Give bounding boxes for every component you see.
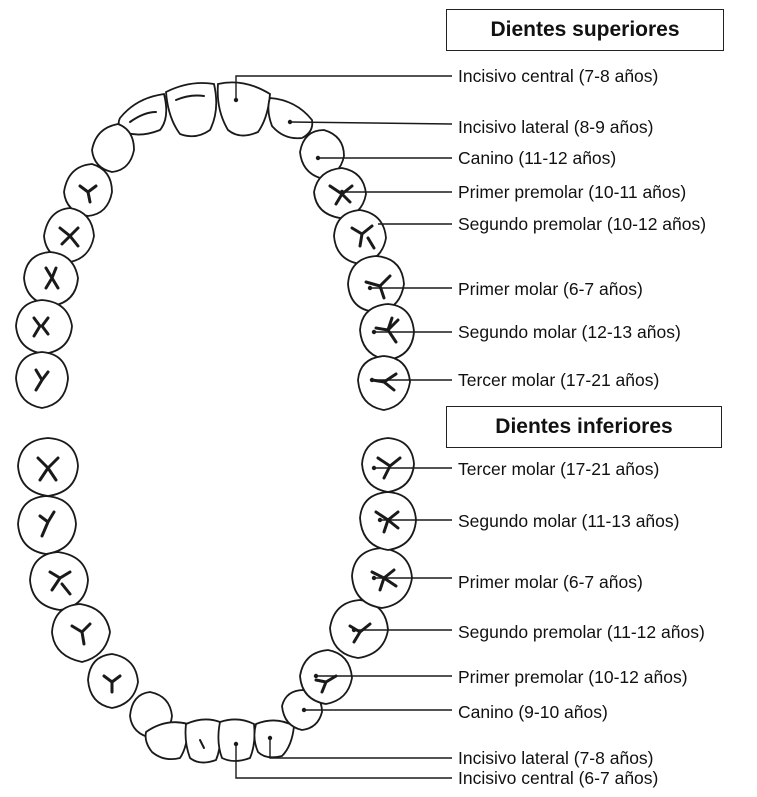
upper-label-second-premolar: Segundo premolar (10-12 años) [458,214,706,234]
upper-label-first-molar: Primer molar (6-7 años) [458,279,643,299]
upper-tooth-canine-right [92,124,134,172]
lower-label-lateral-incisor: Incisivo lateral (7-8 años) [458,748,654,768]
upper-label-second-molar: Segundo molar (12-13 años) [458,322,681,342]
lower-label-central-incisor: Incisivo central (6-7 años) [458,768,658,788]
upper-label-first-premolar: Primer premolar (10-11 años) [458,182,686,202]
upper-tooth-central-incisor-left [218,82,270,135]
lower-label-third-molar: Tercer molar (17-21 años) [458,459,659,479]
lower-arch [18,438,416,763]
lower-teeth-heading: Dientes inferiores [446,406,722,448]
lower-label-second-molar: Segundo molar (11-13 años) [458,511,679,531]
lower-tooth-lateral-incisor-left [254,720,294,757]
lower-tooth-lateral-incisor-right [146,722,188,759]
lower-tooth-second-premolar-left [330,600,388,658]
upper-arch [16,82,414,410]
lower-label-second-premolar: Segundo premolar (11-12 años) [458,622,705,642]
lower-label-canine: Canino (9-10 años) [458,702,608,722]
upper-tooth-lateral-incisor-left [268,98,312,138]
upper-label-canine: Canino (11-12 años) [458,148,616,168]
lower-label-first-premolar: Primer premolar (10-12 años) [458,667,688,687]
upper-label-lateral-incisor: Incisivo lateral (8-9 años) [458,117,654,137]
upper-teeth-heading: Dientes superiores [446,9,724,51]
lower-tooth-first-premolar-left [300,650,352,704]
upper-label-third-molar: Tercer molar (17-21 años) [458,370,659,390]
lower-tooth-central-incisor-right [186,719,221,762]
upper-label-central-incisor: Incisivo central (7-8 años) [458,66,658,86]
upper-tooth-central-incisor-right [166,83,216,136]
lower-label-first-molar: Primer molar (6-7 años) [458,572,643,592]
